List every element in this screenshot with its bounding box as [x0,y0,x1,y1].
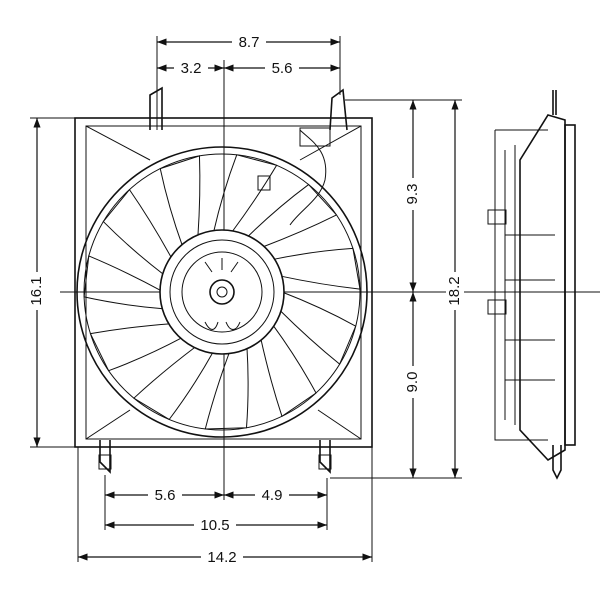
fan-blade [278,291,357,365]
fan-blade [102,188,173,276]
dim-bottom-mounts: 10.5 [200,517,229,534]
dim-top-right: 5.6 [272,60,293,77]
fan-blade [204,346,249,430]
fan-blades [83,154,361,430]
fan-blade [89,323,183,372]
dim-top-overall: 8.7 [239,34,260,51]
dim-bottom-left: 5.6 [155,487,176,504]
fan-blade [246,183,338,248]
fan-rotor [76,146,368,438]
fan-blade [260,324,317,418]
dim-bottom-overall: 14.2 [207,549,236,566]
fan-blade [212,154,278,234]
dim-right-overall: 18.2 [446,276,463,305]
dim-top-left: 3.2 [181,60,202,77]
dim-bottom-right: 4.9 [262,487,283,504]
dimension-labels: 8.7 3.2 5.6 16.1 9.3 9.0 18.2 5.6 4.9 10… [28,33,464,566]
fan-shroud-front-view [74,86,373,474]
dim-left-height: 16.1 [28,276,45,305]
fan-blade [272,247,361,290]
dim-right-upper: 9.3 [404,184,421,205]
motor-shaft [209,279,235,305]
fan-side-view [487,90,576,480]
fan-blade [133,345,214,421]
fan-blade [159,155,201,247]
dim-right-lower: 9.0 [404,372,421,393]
fan-blade [83,255,165,310]
